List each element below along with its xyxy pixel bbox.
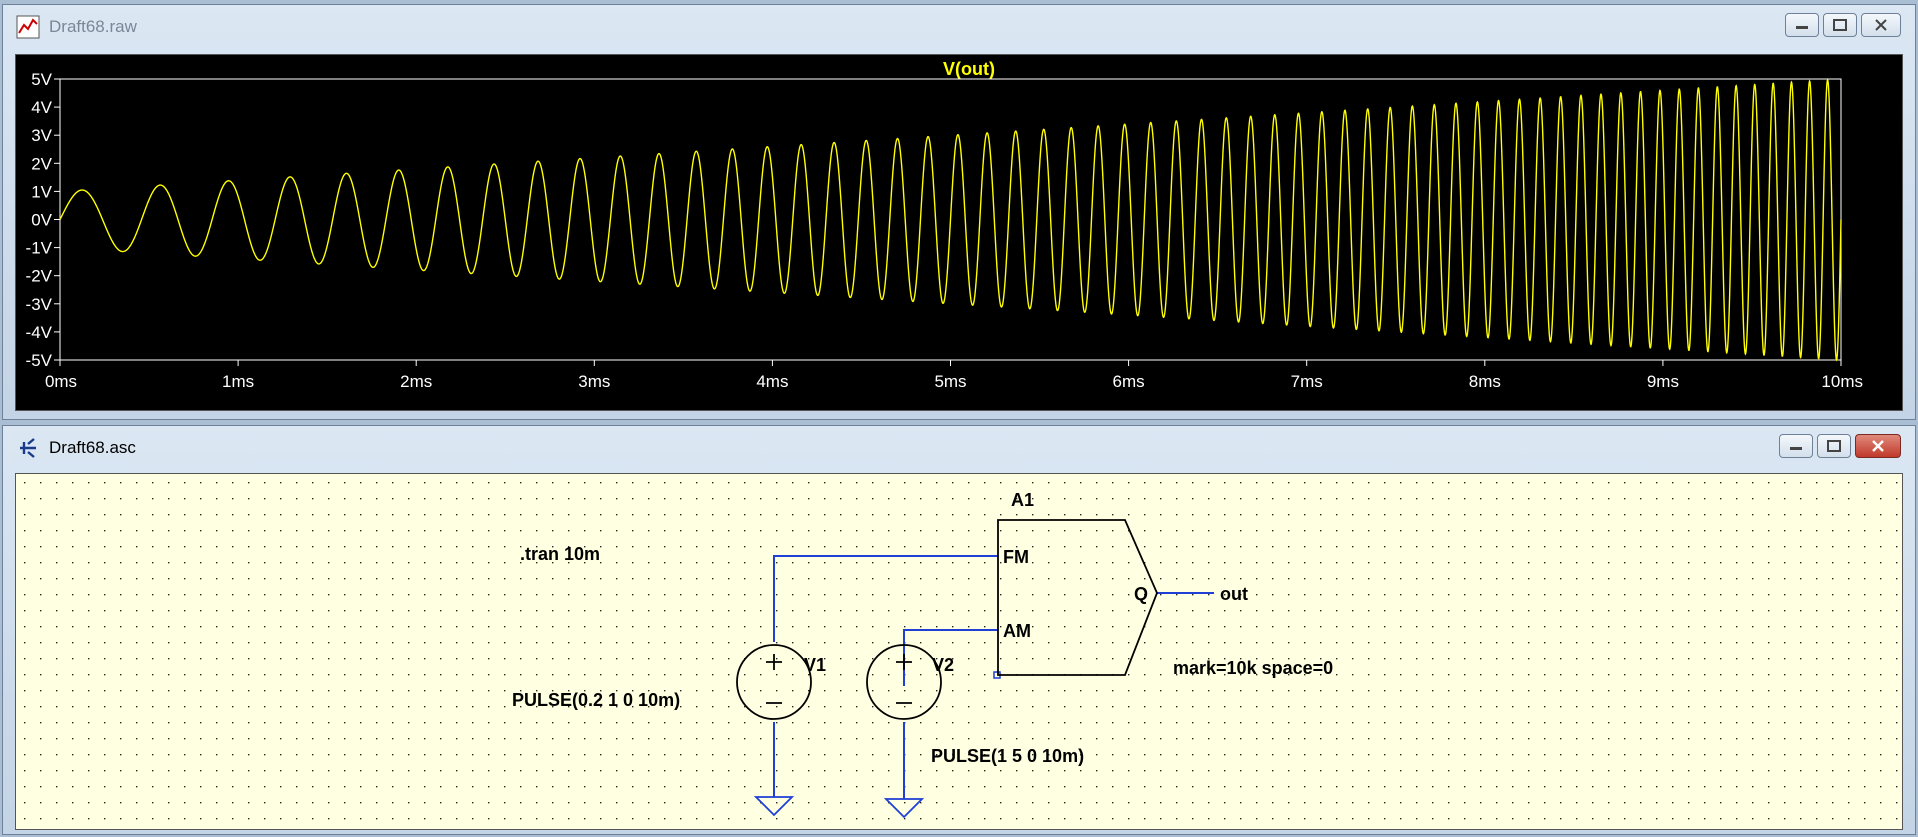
a1-params[interactable]: mark=10k space=0: [1173, 658, 1333, 678]
net-label-out[interactable]: out: [1220, 584, 1248, 604]
maximize-button[interactable]: [1817, 434, 1851, 458]
y-tick-label: 0V: [31, 211, 52, 230]
fm-pin-label: FM: [1003, 547, 1029, 567]
v1-ground-symbol: [753, 796, 795, 817]
y-tick-label: 2V: [31, 154, 52, 173]
close-button[interactable]: [1861, 13, 1901, 37]
y-tick-label: -4V: [26, 323, 53, 342]
v2-voltage-source[interactable]: [866, 644, 942, 720]
schematic-window-title: Draft68.asc: [49, 438, 136, 457]
x-tick-label: 1ms: [222, 372, 254, 391]
maximize-button[interactable]: [1823, 13, 1857, 37]
y-tick-label: -2V: [26, 267, 53, 286]
y-tick-label: 1V: [31, 182, 52, 201]
v2-label[interactable]: V2: [932, 655, 954, 675]
x-tick-label: 7ms: [1291, 372, 1323, 391]
waveform-titlebar[interactable]: Draft68.raw: [3, 5, 1915, 49]
x-tick-label: 6ms: [1113, 372, 1145, 391]
waveform-plot-pane[interactable]: V(out) 5V 4V 3V 2V 1V 0V -1V -2V -3V -4V -5V 0ms 1ms…: [15, 54, 1903, 411]
x-tick-label: 8ms: [1469, 372, 1501, 391]
am-pin-label: AM: [1003, 621, 1031, 641]
a1-modulator-symbol[interactable]: [997, 519, 1158, 676]
x-tick-label: 5ms: [934, 372, 966, 391]
waveform-app-icon: [15, 14, 41, 40]
v2-ground-symbol: [883, 798, 925, 819]
y-tick-label: -1V: [26, 239, 53, 258]
v1-voltage-source[interactable]: [736, 644, 812, 720]
v1-label[interactable]: V1: [804, 655, 826, 675]
schematic-window: Draft68.asc A1 FM AM Q mark=10k: [2, 425, 1916, 835]
waveform-window-title: Draft68.raw: [49, 17, 137, 36]
q-pin-label: Q: [1134, 584, 1148, 604]
schematic-app-icon: [15, 435, 41, 461]
v1-value[interactable]: PULSE(0.2 1 0 10m): [512, 690, 680, 710]
x-tick-label: 4ms: [756, 372, 788, 391]
tran-directive[interactable]: .tran 10m: [520, 544, 600, 564]
y-tick-label: -3V: [26, 295, 53, 314]
schematic-titlebar[interactable]: Draft68.asc: [3, 426, 1915, 470]
a1-label[interactable]: A1: [1011, 490, 1034, 510]
plot-axes: 5V 4V 3V 2V 1V 0V -1V -2V -3V -4V -5V 0ms 1ms 2ms 3ms 4…: [26, 70, 1863, 391]
x-tick-label: 3ms: [578, 372, 610, 391]
schematic-drawing[interactable]: A1 FM AM Q mark=10k space=0 out .tran 10…: [16, 474, 1906, 831]
schematic-canvas[interactable]: A1 FM AM Q mark=10k space=0 out .tran 10…: [15, 473, 1903, 830]
x-tick-label: 10ms: [1821, 372, 1863, 391]
y-tick-label: 4V: [31, 98, 52, 117]
x-tick-label: 2ms: [400, 372, 432, 391]
x-tick-label: 9ms: [1647, 372, 1679, 391]
v2-value[interactable]: PULSE(1 5 0 10m): [931, 746, 1084, 766]
minimize-button[interactable]: [1779, 434, 1813, 458]
grid-dots: [24, 482, 1898, 820]
trace-label[interactable]: V(out): [943, 59, 995, 79]
x-tick-label: 0ms: [45, 372, 77, 391]
minimize-button[interactable]: [1785, 13, 1819, 37]
close-button[interactable]: [1855, 434, 1901, 458]
vout-trace: [59, 78, 1842, 362]
waveform-window: Draft68.raw V(out) 5V 4V 3V 2V 1V 0V -1V -2V -3V…: [2, 4, 1916, 420]
grid-dot-pattern: [24, 482, 1898, 820]
y-tick-label: -5V: [26, 351, 53, 370]
waveform-plot[interactable]: V(out) 5V 4V 3V 2V 1V 0V -1V -2V -3V -4V -5V 0ms 1ms…: [16, 55, 1906, 411]
y-tick-label: 5V: [31, 70, 52, 89]
y-tick-label: 3V: [31, 126, 52, 145]
